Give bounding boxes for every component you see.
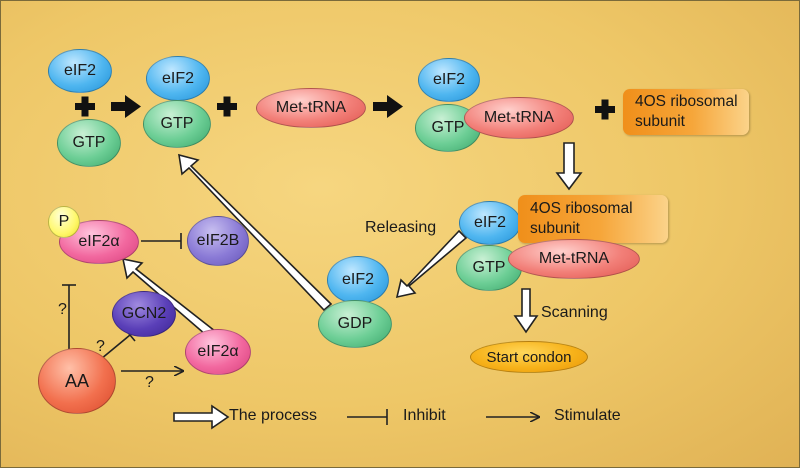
inhibit-eif2alpha-eif2b — [141, 233, 182, 249]
ribosomal-subunit-box: 4OS ribosomal subunit — [518, 195, 668, 243]
aa-node: AA — [38, 348, 116, 414]
process-arrow-gdp-to-gtp — [178, 153, 333, 312]
plus-sign-3 — [595, 99, 615, 120]
met-trna-node: Met-tRNA — [508, 239, 640, 279]
eif2b-node: eIF2B — [187, 216, 249, 266]
bold-arrow-2 — [373, 95, 403, 118]
gcn2-node: GCN2 — [112, 291, 176, 337]
legend-inhibit-label: Inhibit — [403, 407, 446, 424]
eif2-node: eIF2 — [48, 49, 112, 93]
process-arrow-down — [555, 142, 583, 191]
eif2-node: eIF2 — [146, 56, 210, 101]
gtp-node: GTP — [57, 119, 121, 167]
start-codon-node: Start condon — [470, 341, 588, 373]
gtp-node: GTP — [143, 100, 211, 148]
met-trna-node: Met-tRNA — [464, 97, 574, 139]
eif2alpha-node: eIF2α — [185, 329, 251, 375]
legend-stimulate-label: Stimulate — [554, 407, 621, 424]
legend-process-label: The process — [229, 407, 318, 424]
scanning-label: Scanning — [541, 304, 608, 321]
phosphate-node: P — [48, 206, 80, 238]
ribosomal-subunit-box: 4OS ribosomal subunit — [623, 89, 749, 135]
releasing-label: Releasing — [365, 219, 437, 236]
process-arrow-eif2alpha — [121, 257, 222, 343]
met-trna-node: Met-tRNA — [256, 88, 366, 128]
bold-arrow-1 — [111, 95, 141, 118]
eif2-node: eIF2 — [418, 58, 480, 102]
question-mark: ? — [96, 338, 105, 355]
gdp-node: GDP — [318, 300, 392, 348]
legend-inhibit-symbol — [347, 409, 388, 425]
process-arrow-scanning — [513, 288, 539, 334]
eif2-node: eIF2 — [459, 201, 521, 245]
question-mark: ? — [145, 374, 154, 391]
inhibit-aa-eif2alpha — [62, 284, 76, 353]
eif2-node: eIF2 — [327, 256, 389, 304]
question-mark: ? — [58, 301, 67, 318]
plus-sign-2 — [217, 96, 237, 117]
legend-process-symbol — [173, 404, 230, 430]
plus-sign-1 — [75, 96, 95, 117]
process-arrow-releasing — [395, 229, 468, 299]
